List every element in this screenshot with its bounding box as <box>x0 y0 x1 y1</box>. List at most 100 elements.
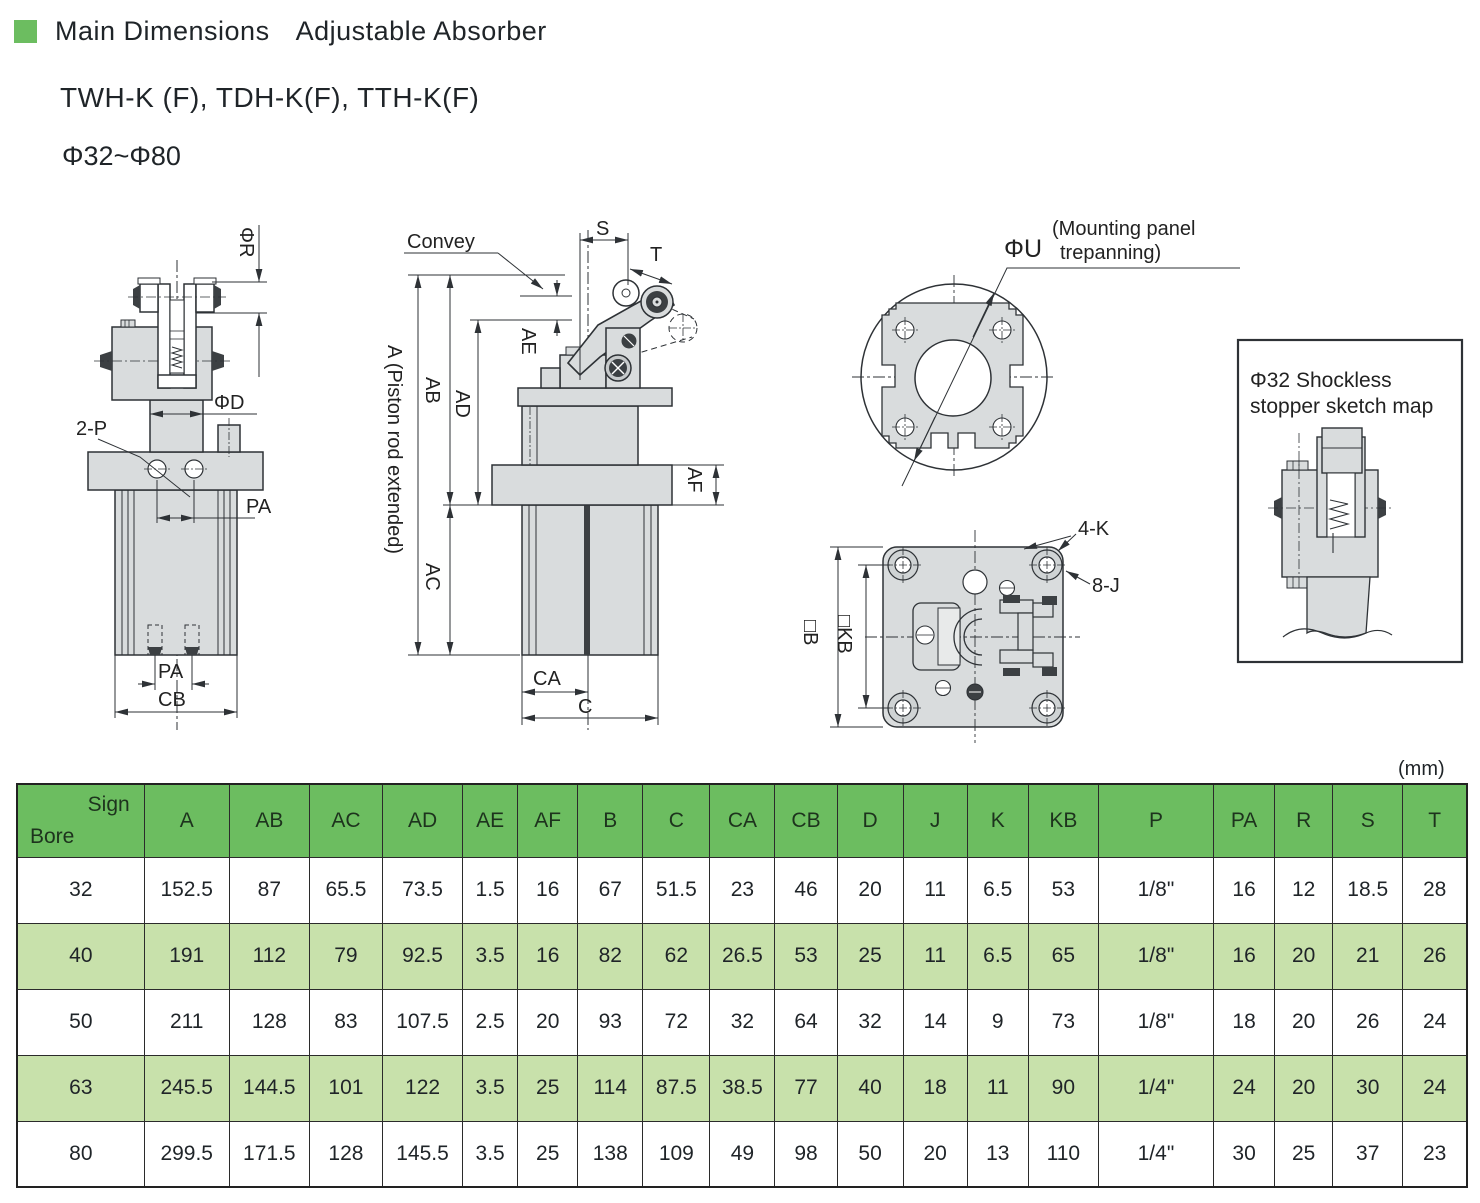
value-cell-s: 26 <box>1332 988 1404 1056</box>
column-header-ac: AC <box>308 783 383 858</box>
dim-label-2p: 2-P <box>76 418 107 440</box>
label-convey: Convey <box>407 231 475 253</box>
technical-drawings: ΦR ΦD 2-P PA PA CB <box>0 185 1480 785</box>
value-cell-t: 24 <box>1402 988 1468 1056</box>
top-view-drawing <box>865 530 1080 743</box>
value-cell-b: 82 <box>577 922 644 990</box>
value-cell-af: 25 <box>517 1120 579 1188</box>
side-view-drawing <box>491 230 698 730</box>
value-cell-ca: 23 <box>709 856 776 924</box>
value-cell-ad: 122 <box>381 1054 464 1122</box>
front-view-drawing <box>87 260 264 730</box>
dim-label-phi-d: ΦD <box>214 392 244 414</box>
dim-label-s: S <box>596 218 609 240</box>
trepanning-view-drawing <box>852 275 1056 479</box>
value-cell-k: 11 <box>966 1054 1029 1122</box>
value-cell-d: 40 <box>836 1054 904 1122</box>
bore-cell: 80 <box>16 1120 145 1188</box>
front-view-dimensions <box>97 225 267 718</box>
value-cell-p: 1/4" <box>1097 1120 1215 1188</box>
value-cell-ae: 3.5 <box>462 1120 519 1188</box>
dim-label-cb: CB <box>158 689 186 711</box>
label-mounting-panel-line1: (Mounting panel <box>1052 218 1195 240</box>
value-cell-pa: 18 <box>1213 988 1276 1056</box>
column-header-ad: AD <box>381 783 464 858</box>
dim-label-ae: AE <box>517 328 539 355</box>
stopper-box-title-line1: Φ32 Shockless <box>1250 369 1392 392</box>
value-cell-b: 114 <box>577 1054 644 1122</box>
value-cell-ac: 83 <box>308 988 383 1056</box>
dim-label-af: AF <box>683 467 705 493</box>
value-cell-af: 20 <box>517 988 579 1056</box>
stopper-box-title-line2: stopper sketch map <box>1250 395 1433 418</box>
value-cell-a: 152.5 <box>143 856 230 924</box>
value-cell-pa: 16 <box>1213 856 1276 924</box>
bore-range: Φ32~Φ80 <box>62 141 181 171</box>
value-cell-ca: 26.5 <box>709 922 776 990</box>
value-cell-p: 1/8" <box>1097 922 1215 990</box>
dim-label-square-b: □B <box>799 620 821 645</box>
value-cell-r: 25 <box>1274 1120 1334 1188</box>
value-cell-pa: 24 <box>1213 1054 1276 1122</box>
value-cell-d: 32 <box>836 988 904 1056</box>
value-cell-ac: 128 <box>308 1120 383 1188</box>
value-cell-a: 299.5 <box>143 1120 230 1188</box>
value-cell-kb: 65 <box>1027 922 1099 990</box>
value-cell-ac: 65.5 <box>308 856 383 924</box>
value-cell-s: 37 <box>1332 1120 1404 1188</box>
value-cell-cb: 98 <box>774 1120 838 1188</box>
column-header-ae: AE <box>462 783 519 858</box>
bore-cell: 50 <box>16 988 145 1056</box>
value-cell-af: 25 <box>517 1054 579 1122</box>
trepanning-dimension <box>901 267 1240 487</box>
corner-label-sign: Sign <box>87 793 130 816</box>
value-cell-r: 20 <box>1274 988 1334 1056</box>
value-cell-j: 18 <box>902 1054 968 1122</box>
column-header-b: B <box>577 783 644 858</box>
value-cell-kb: 90 <box>1027 1054 1099 1122</box>
bore-cell: 40 <box>16 922 145 990</box>
value-cell-j: 20 <box>902 1120 968 1188</box>
bore-cell: 32 <box>16 856 145 924</box>
dim-label-c: C <box>578 696 592 718</box>
value-cell-t: 28 <box>1402 856 1468 924</box>
value-cell-pa: 30 <box>1213 1120 1276 1188</box>
column-header-cb: CB <box>774 783 838 858</box>
unit-note: (mm) <box>1398 758 1445 780</box>
value-cell-c: 72 <box>642 988 711 1056</box>
value-cell-b: 67 <box>577 856 644 924</box>
value-cell-ac: 79 <box>308 922 383 990</box>
value-cell-ab: 171.5 <box>228 1120 310 1188</box>
dim-label-ab: AB <box>421 377 443 404</box>
value-cell-ca: 32 <box>709 988 776 1056</box>
value-cell-s: 21 <box>1332 922 1404 990</box>
dim-label-phi-u: ΦU <box>1004 235 1042 263</box>
corner-label-bore: Bore <box>30 824 75 848</box>
value-cell-r: 12 <box>1274 856 1334 924</box>
dim-label-ca: CA <box>533 668 561 690</box>
value-cell-k: 13 <box>966 1120 1029 1188</box>
value-cell-b: 138 <box>577 1120 644 1188</box>
value-cell-af: 16 <box>517 856 579 924</box>
column-header-d: D <box>836 783 904 858</box>
value-cell-t: 26 <box>1402 922 1468 990</box>
value-cell-c: 62 <box>642 922 711 990</box>
drawings-svg: ΦR ΦD 2-P PA PA CB <box>76 218 1464 743</box>
value-cell-ca: 38.5 <box>709 1054 776 1122</box>
column-header-t: T <box>1402 783 1468 858</box>
model-codes: TWH-K (F), TDH-K(F), TTH-K(F) <box>60 82 480 113</box>
value-cell-d: 50 <box>836 1120 904 1188</box>
value-cell-ae: 3.5 <box>462 1054 519 1122</box>
dim-label-ad: AD <box>451 390 473 418</box>
value-cell-ad: 145.5 <box>381 1120 464 1188</box>
column-header-k: K <box>966 783 1029 858</box>
column-header-pa: PA <box>1213 783 1276 858</box>
value-cell-c: 109 <box>642 1120 711 1188</box>
value-cell-s: 18.5 <box>1332 856 1404 924</box>
value-cell-cb: 46 <box>774 856 838 924</box>
